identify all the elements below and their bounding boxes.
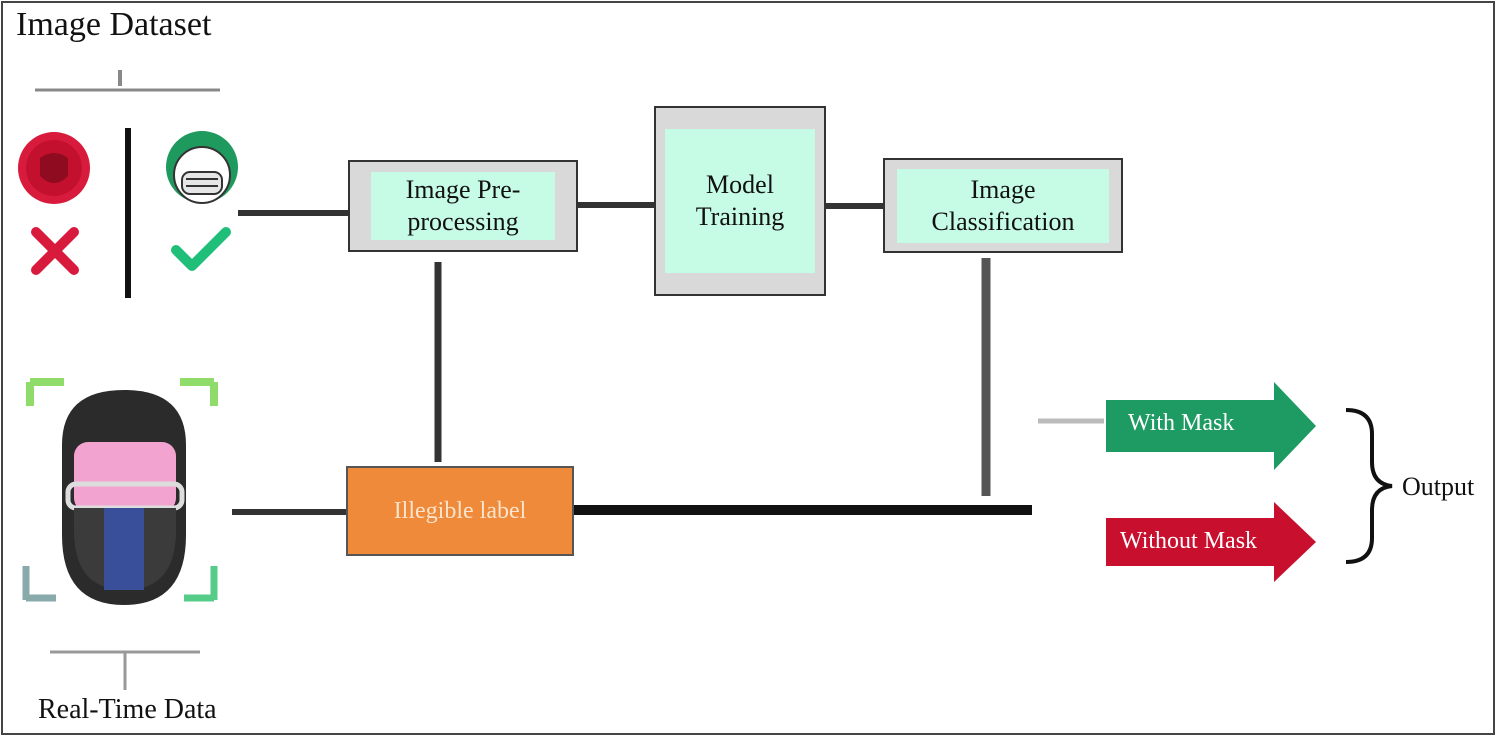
without-mask-label: Without Mask — [1120, 528, 1258, 554]
preprocessing-box: Image Pre-processing — [348, 160, 578, 252]
orange-box-label: Illegible label — [393, 497, 527, 524]
with-mask-arrow — [1106, 382, 1316, 470]
classification-box: Image Classification — [883, 158, 1123, 253]
training-label: Model Training — [665, 129, 815, 273]
classification-label: Image Classification — [897, 168, 1109, 243]
masked-person-icon — [22, 378, 218, 605]
preprocessing-label: Image Pre-processing — [371, 172, 555, 240]
dataset-title: Image Dataset — [16, 6, 212, 43]
without-mask-arrow — [1106, 502, 1316, 582]
training-box: Model Training — [654, 106, 826, 296]
output-label: Output — [1402, 472, 1475, 501]
output-brace — [1345, 408, 1393, 564]
no-mask-face-icon — [18, 132, 90, 204]
masked-face-icon — [166, 131, 238, 204]
orange-box: Illegible label — [346, 466, 574, 556]
check-mark-icon — [171, 227, 231, 271]
with-mask-label: With Mask — [1128, 410, 1235, 436]
cross-mark-icon — [31, 227, 79, 275]
realtime-label: Real-Time Data — [38, 694, 217, 725]
